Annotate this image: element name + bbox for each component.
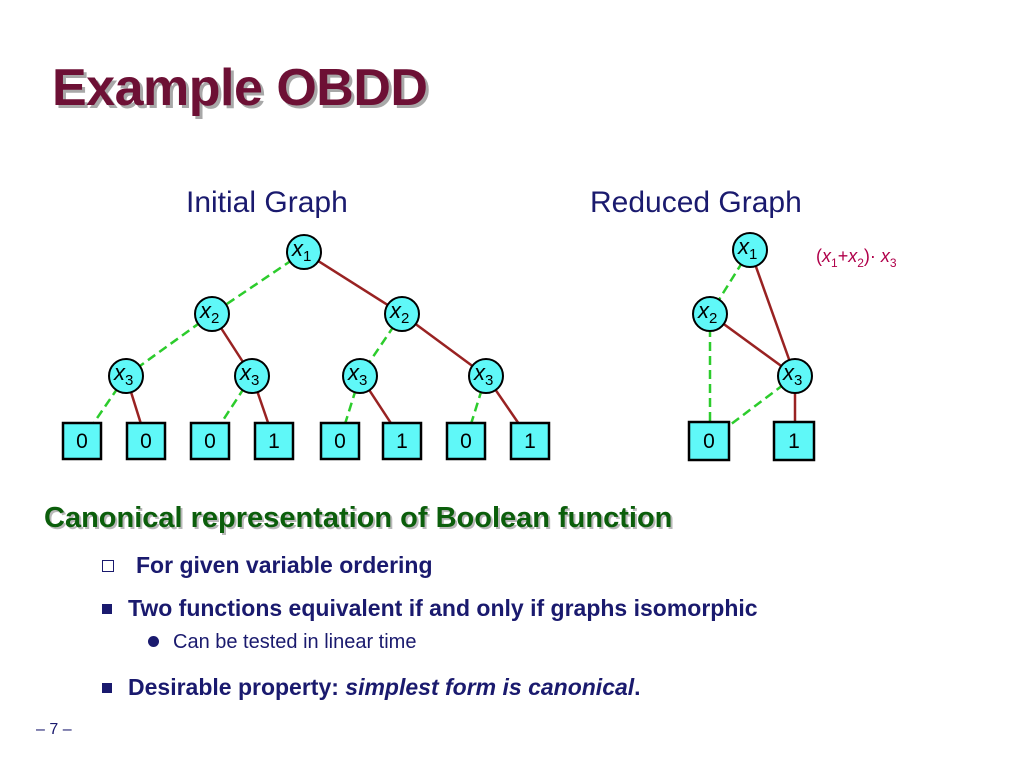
svg-text:x3: x3 — [782, 360, 802, 389]
reduced-graph-heading: Reduced Graph — [590, 186, 802, 219]
svg-text:0: 0 — [703, 430, 715, 453]
bullet-item: For given variable ordering — [102, 552, 433, 579]
edge-high — [748, 249, 797, 377]
page-number: – 7 – — [36, 721, 72, 738]
edge-low — [211, 250, 305, 316]
node-x3: x3 — [234, 358, 270, 394]
bullet-text: For given variable ordering — [136, 552, 433, 578]
svg-text:0: 0 — [76, 430, 88, 453]
bullet-item: Two functions equivalent if and only if … — [102, 595, 758, 622]
bullet-text: Desirable property: simplest form is can… — [128, 674, 641, 700]
filled-square-icon — [102, 683, 112, 693]
node-x2: x2 — [194, 296, 230, 332]
leaf-node: 0 — [125, 421, 167, 461]
svg-text:1: 1 — [788, 430, 800, 453]
svg-text:x2: x2 — [199, 298, 219, 327]
svg-text:x3: x3 — [347, 360, 367, 389]
leaf-node: 0 — [189, 421, 231, 461]
svg-text:x2: x2 — [697, 298, 717, 327]
slide-title: Example OBDD — [52, 59, 428, 117]
svg-text:x2: x2 — [389, 298, 409, 327]
reduced-formula: (x1+x2)· x3 — [816, 246, 897, 270]
dot-icon — [148, 636, 159, 647]
node-x3: x3 — [777, 358, 813, 394]
obdd-diagram: Initial Graph Reduced Graph x1 x2 x2 — [61, 186, 897, 462]
svg-text:x1: x1 — [737, 234, 757, 263]
reduced-graph-edges — [708, 249, 797, 441]
leaf-node: 1 — [509, 421, 551, 461]
node-x3: x3 — [468, 358, 504, 394]
leaf-node: 1 — [381, 421, 423, 461]
section-heading: Canonical representation of Boolean func… — [44, 502, 673, 534]
sub-bullet-item: Can be tested in linear time — [148, 631, 417, 654]
node-x2: x2 — [692, 296, 728, 332]
initial-graph-heading: Initial Graph — [186, 186, 348, 219]
svg-text:1: 1 — [524, 430, 536, 453]
reduced-graph-leaves: 0 1 — [687, 420, 816, 462]
node-x1: x1 — [732, 232, 768, 268]
leaf-node: 1 — [253, 421, 295, 461]
svg-text:x3: x3 — [239, 360, 259, 389]
hollow-square-icon — [102, 560, 114, 572]
leaf-node: 0 — [445, 421, 487, 461]
leaf-node: 1 — [772, 420, 816, 462]
svg-text:1: 1 — [396, 430, 408, 453]
bullet-item: Desirable property: simplest form is can… — [102, 674, 641, 701]
bullet-text: Two functions equivalent if and only if … — [128, 595, 758, 621]
initial-graph-edges — [80, 250, 532, 441]
sub-bullet-text: Can be tested in linear time — [173, 631, 417, 653]
edge-low — [338, 375, 362, 441]
initial-graph-nodes: x1 x2 x2 x3 x3 x3 x3 — [108, 234, 504, 394]
edge-high — [303, 250, 403, 316]
leaf-node: 0 — [61, 421, 103, 461]
svg-text:0: 0 — [204, 430, 216, 453]
svg-text:0: 0 — [140, 430, 152, 453]
svg-text:x3: x3 — [113, 360, 133, 389]
svg-text:0: 0 — [460, 430, 472, 453]
svg-text:x3: x3 — [473, 360, 493, 389]
svg-text:x1: x1 — [291, 236, 311, 265]
filled-square-icon — [102, 604, 112, 614]
node-x2: x2 — [384, 296, 420, 332]
node-x3: x3 — [108, 358, 144, 394]
edge-low — [464, 375, 488, 441]
node-x3: x3 — [342, 358, 378, 394]
leaf-node: 0 — [319, 421, 361, 461]
reduced-graph-nodes: x1 x2 x3 — [692, 232, 813, 394]
initial-graph-leaves: 0 0 0 1 0 1 0 1 — [61, 421, 551, 461]
leaf-node: 0 — [687, 420, 731, 462]
node-x1: x1 — [286, 234, 322, 270]
svg-text:1: 1 — [268, 430, 280, 453]
svg-text:0: 0 — [334, 430, 346, 453]
